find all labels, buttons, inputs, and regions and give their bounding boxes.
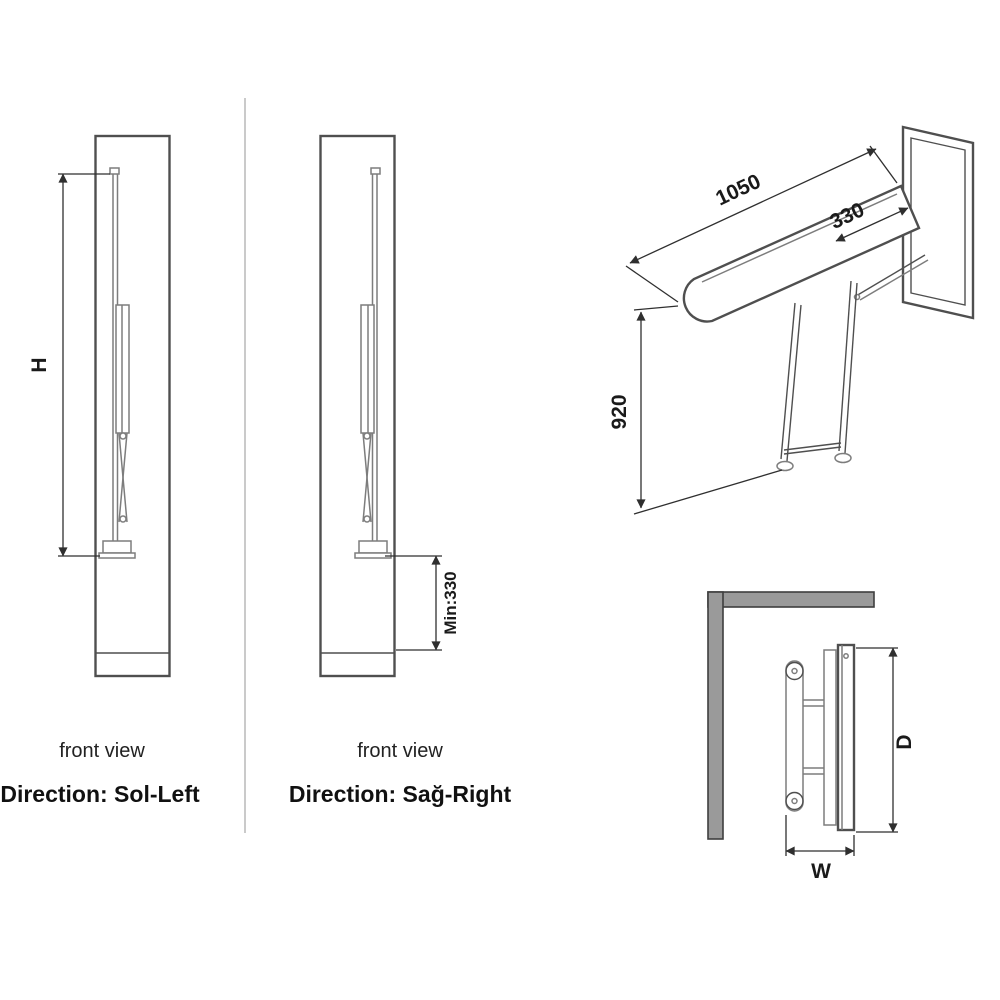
leg-rear <box>844 282 858 454</box>
extension-line <box>869 145 898 184</box>
mechanism-cap <box>109 167 120 175</box>
dim-label-min330: Min:330 <box>441 571 460 634</box>
cabinet-side-wall <box>707 591 724 840</box>
mounting-plate <box>836 643 856 832</box>
cabinet-outline <box>319 134 396 678</box>
pivot-center <box>791 797 798 805</box>
cabinet-top-wall <box>707 591 875 608</box>
leg-foot <box>776 460 794 472</box>
mechanism-foot <box>98 552 136 559</box>
pivot-joint <box>785 791 804 811</box>
lift-mechanism <box>354 167 392 559</box>
dim-label-w: W <box>811 860 831 883</box>
direction-label-right: Direction: Sağ-Right <box>289 781 512 807</box>
dimension-d: D <box>856 647 916 833</box>
wall-frame-inner <box>910 137 966 306</box>
folded-board-capsule <box>785 660 804 812</box>
front-view-caption-left: front view <box>59 740 145 762</box>
front-view-caption-right: front view <box>357 740 443 762</box>
pivot-joint <box>785 661 804 681</box>
pivot-center <box>791 667 798 675</box>
mechanism-cap <box>370 167 381 175</box>
mechanism-pivot <box>119 515 127 523</box>
dimension-line <box>835 207 909 242</box>
dim-label-920: 920 <box>608 394 631 429</box>
mechanism-pivot <box>363 515 371 523</box>
dim-label-d: D <box>893 734 916 749</box>
folded-mechanism-plan <box>785 643 856 832</box>
lift-mechanism <box>98 167 136 559</box>
inner-plate <box>823 649 837 826</box>
dimension-min330: Min:330 <box>385 555 460 651</box>
top-view: D W <box>707 591 916 883</box>
dimension-line <box>629 148 877 264</box>
mechanism-pivot <box>119 432 127 440</box>
mechanism-link <box>118 432 128 523</box>
dimension-920: 920 <box>608 305 783 515</box>
perspective-view: 1050 330 920 <box>608 125 975 515</box>
mechanism-pivot <box>363 432 371 440</box>
screw-hole <box>843 653 849 659</box>
leg-front <box>780 302 796 460</box>
support-strut <box>859 259 929 301</box>
direction-label-left: Direction: Sol-Left <box>0 781 200 807</box>
dim-label-h: H <box>28 357 51 372</box>
front-view-left: H front view Direction: Sol-Left <box>0 134 200 807</box>
leg-rear <box>838 280 852 452</box>
extension-line <box>633 305 679 311</box>
leg-front <box>786 304 802 462</box>
dimension-w: W <box>785 815 855 883</box>
extension-line <box>633 469 783 515</box>
mechanism-base <box>358 540 388 554</box>
extension-line <box>625 265 679 303</box>
wall-frame-outer <box>901 125 975 320</box>
dimension-h: H <box>28 173 110 557</box>
front-view-right: Min:330 front view Direction: Sağ-Right <box>289 134 512 807</box>
board-legs <box>776 280 858 472</box>
leg-crossbar <box>783 446 842 455</box>
leg-foot <box>834 452 852 464</box>
mechanism-link <box>362 432 372 523</box>
cabinet-outline <box>94 134 171 678</box>
support-strut <box>855 254 926 297</box>
mechanism-base <box>102 540 132 554</box>
leg-crossbar <box>783 442 842 451</box>
